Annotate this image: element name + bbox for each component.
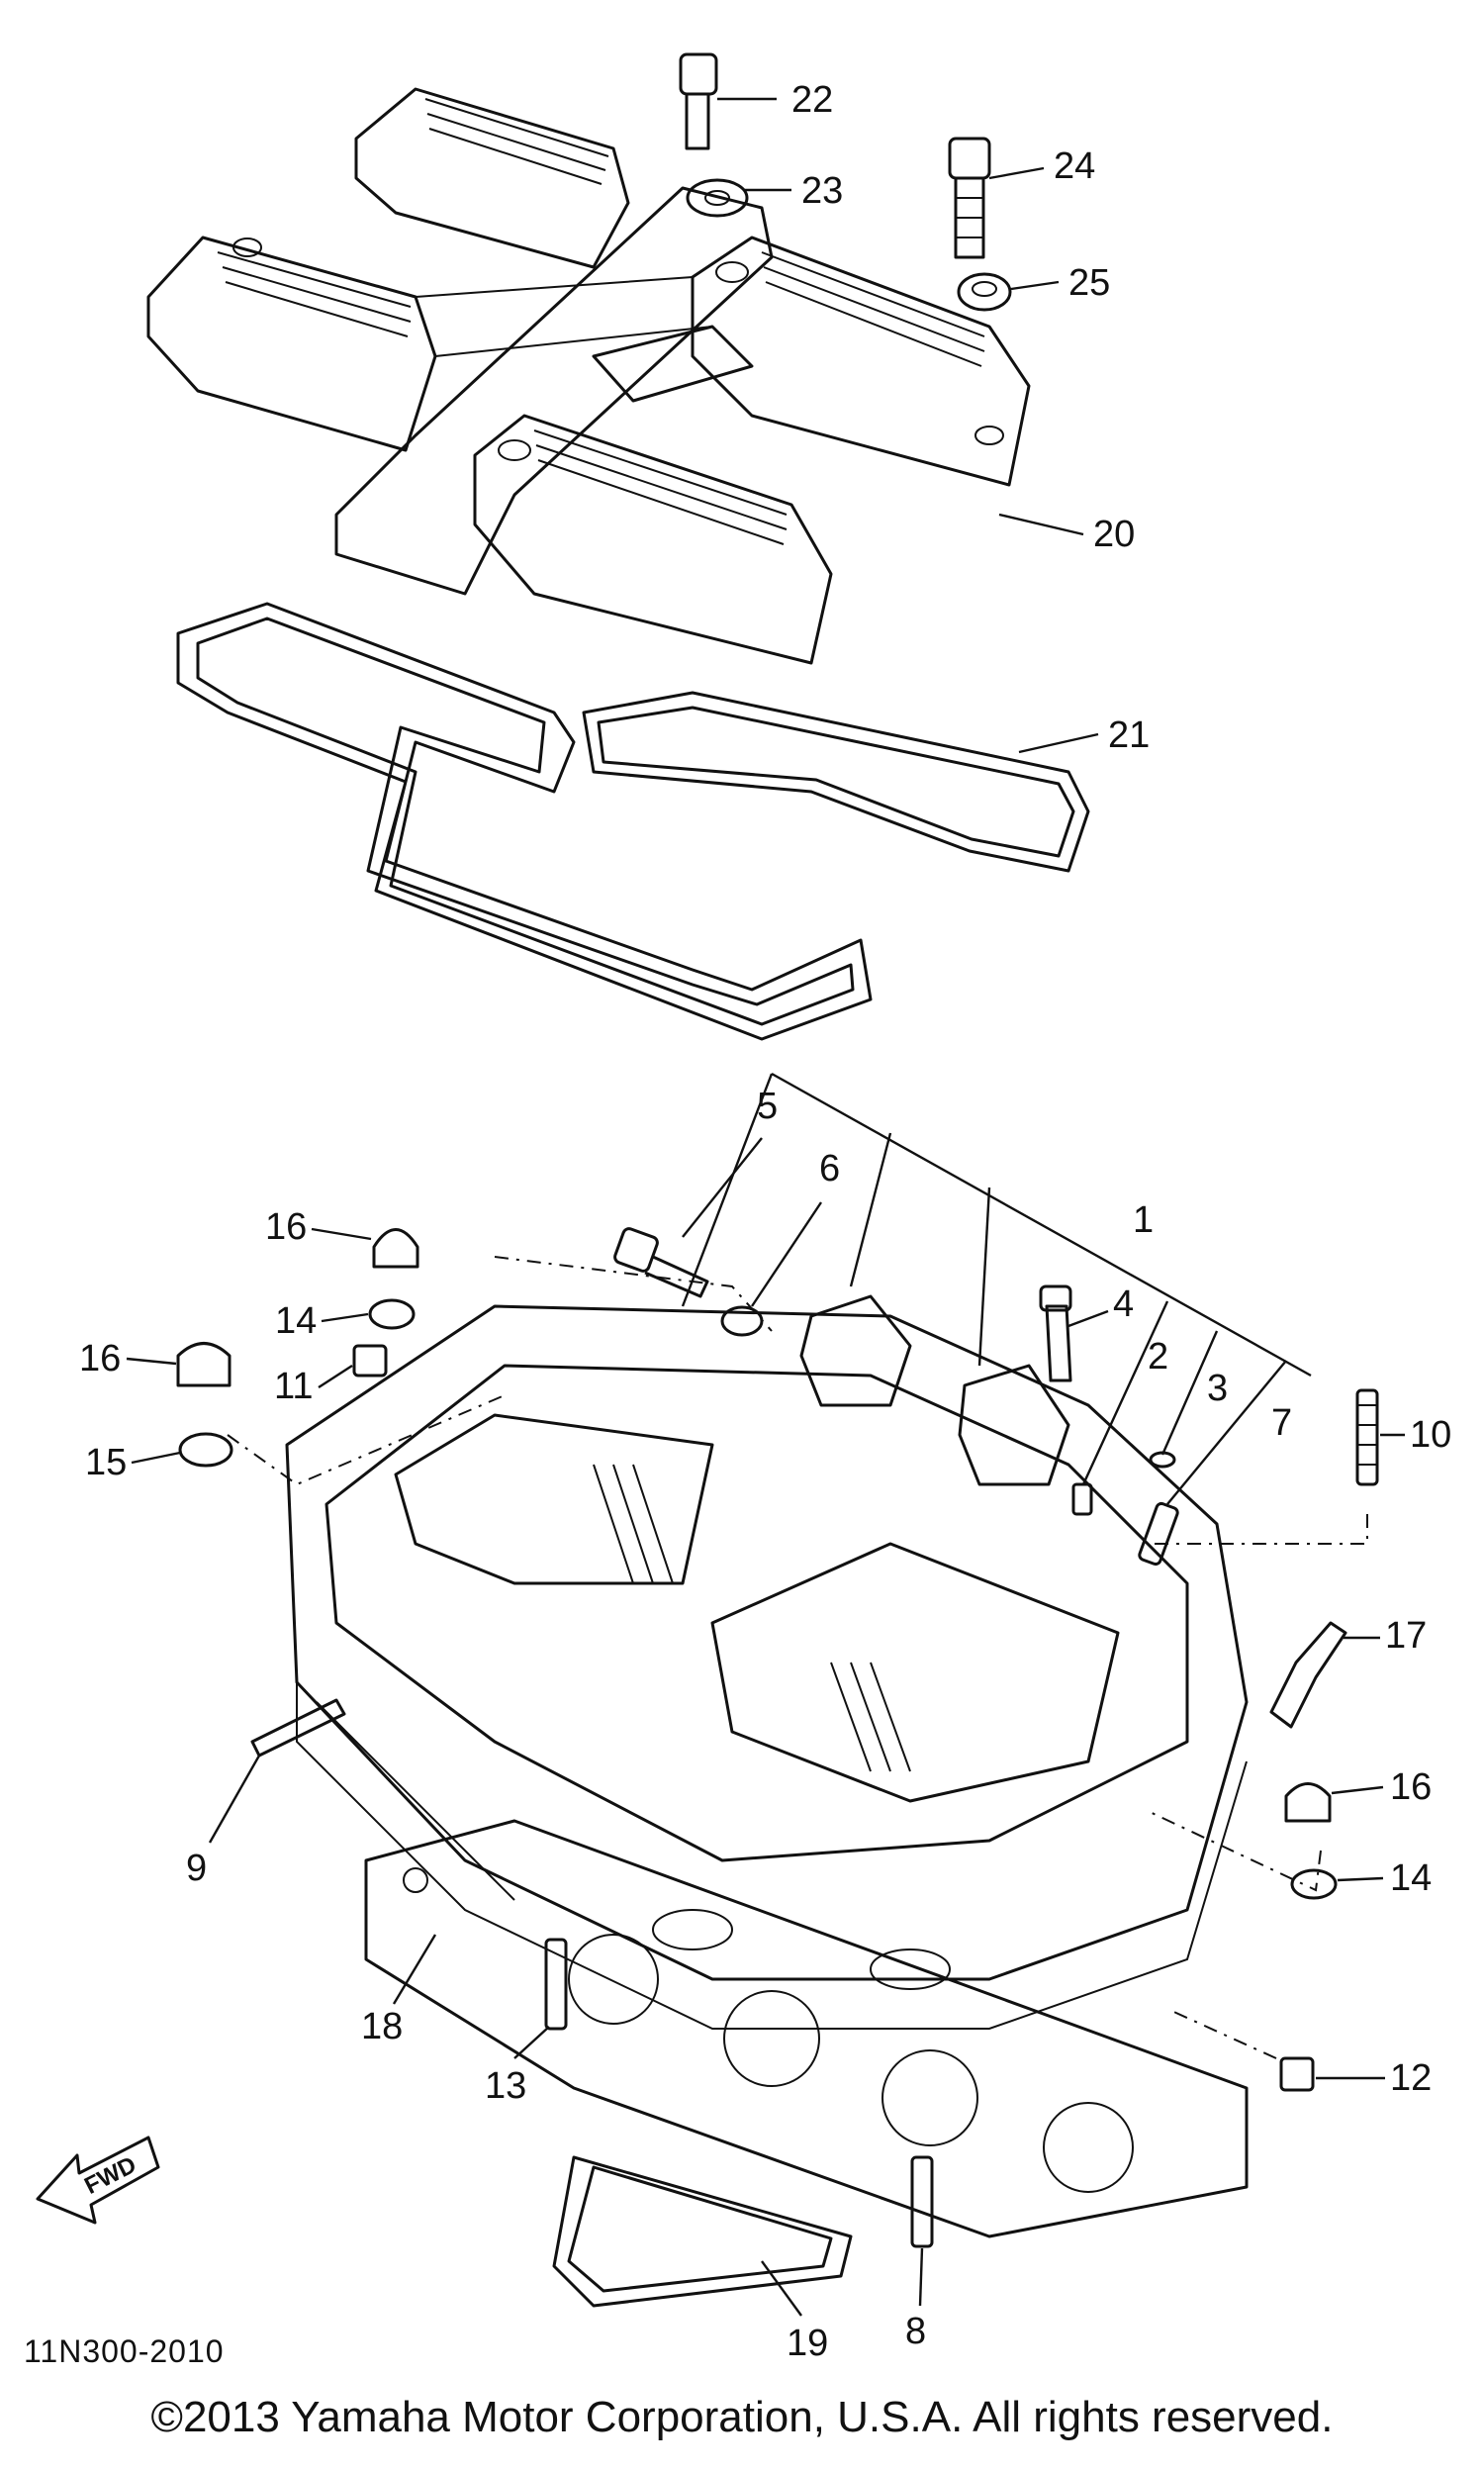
callout-7: 7: [1271, 1402, 1292, 1444]
callout-23: 23: [744, 170, 843, 212]
svg-text:10: 10: [1410, 1414, 1451, 1456]
svg-text:1: 1: [1133, 1199, 1154, 1241]
callout-13: 13: [485, 2026, 550, 2107]
svg-text:14: 14: [1390, 1857, 1432, 1899]
stud-8: [910, 2155, 934, 2248]
spark-plug-17: [1269, 1621, 1347, 1729]
stud-9: [250, 1698, 346, 1758]
valve-guide-7: [1138, 1501, 1179, 1567]
bolt-5: [613, 1227, 709, 1298]
stud-13: [544, 1938, 568, 2031]
head-cover-gasket: [176, 602, 1090, 1041]
block-11: [352, 1344, 388, 1378]
svg-text:6: 6: [819, 1148, 840, 1189]
svg-text:13: 13: [485, 2065, 526, 2107]
callout-1: 1: [1133, 1199, 1154, 1241]
callout-16-right: 16: [1331, 1766, 1432, 1808]
callout-16-left: 16: [79, 1338, 177, 1379]
svg-text:23: 23: [801, 170, 843, 212]
clip-3: [1149, 1451, 1176, 1469]
bolt-22: [679, 52, 718, 150]
callout-16-top: 16: [265, 1206, 372, 1248]
washer-25: [957, 272, 1012, 312]
callout-19: 19: [761, 2260, 828, 2364]
svg-text:3: 3: [1207, 1368, 1228, 1409]
callout-14-right: 14: [1337, 1857, 1432, 1899]
callout-21: 21: [1018, 714, 1150, 756]
callout-18: 18: [361, 1934, 437, 2047]
svg-text:2: 2: [1148, 1336, 1168, 1378]
callout-20: 20: [998, 513, 1135, 555]
svg-text:7: 7: [1271, 1402, 1292, 1444]
svg-text:21: 21: [1108, 714, 1150, 756]
svg-text:11: 11: [274, 1366, 313, 1407]
callout-22: 22: [717, 79, 833, 121]
copyright-notice: ©2013 Yamaha Motor Corporation, U.S.A. A…: [150, 2393, 1334, 2441]
callout-14-top: 14: [275, 1300, 369, 1342]
svg-text:5: 5: [757, 1086, 778, 1127]
head-cover: [146, 87, 1031, 665]
svg-text:16: 16: [79, 1338, 121, 1379]
bolt-24: [948, 137, 991, 259]
callout-4: 4: [1067, 1283, 1134, 1328]
svg-text:4: 4: [1113, 1283, 1134, 1325]
svg-text:19: 19: [787, 2323, 828, 2364]
gasket-19: [552, 2155, 853, 2308]
washer-14-top: [368, 1298, 416, 1330]
svg-text:12: 12: [1390, 2057, 1432, 2099]
svg-text:16: 16: [1390, 1766, 1432, 1808]
callout-2: 2: [1148, 1336, 1168, 1378]
callout-6: 6: [751, 1148, 840, 1307]
dowel-2: [1071, 1482, 1093, 1516]
cap-nut-16-right: [1284, 1782, 1332, 1823]
callout-5: 5: [682, 1086, 778, 1238]
svg-text:22: 22: [791, 79, 833, 121]
head-gasket-18: [364, 1819, 1249, 2238]
svg-text:24: 24: [1054, 145, 1095, 187]
forward-direction-arrow-icon: FWD: [36, 2136, 160, 2225]
callout-15: 15: [85, 1442, 181, 1483]
cap-nut-16-left: [176, 1342, 232, 1387]
callout-25: 25: [1010, 262, 1110, 304]
svg-text:14: 14: [275, 1300, 317, 1342]
washer-15: [178, 1432, 233, 1468]
svg-text:18: 18: [361, 2006, 403, 2047]
svg-text:9: 9: [186, 1848, 207, 1889]
callout-9: 9: [186, 1755, 261, 1889]
svg-text:25: 25: [1068, 262, 1110, 304]
bolt-4: [1039, 1284, 1072, 1382]
callout-11: 11: [274, 1364, 353, 1407]
reference-code: 11N300-2010: [24, 2333, 225, 2369]
washer-14-right: [1290, 1868, 1338, 1900]
cap-nut-16-top: [372, 1228, 419, 1269]
callout-24: 24: [988, 145, 1095, 187]
svg-text:17: 17: [1385, 1615, 1427, 1657]
callouts: 22 23 24 25 20 21 5 6 1: [79, 79, 1451, 2364]
callout-12: 12: [1316, 2057, 1432, 2099]
callout-3: 3: [1207, 1368, 1228, 1409]
block-12: [1279, 2056, 1315, 2092]
callout-8: 8: [905, 2247, 926, 2352]
svg-text:20: 20: [1093, 514, 1135, 555]
callout-10: 10: [1380, 1414, 1451, 1456]
svg-text:8: 8: [905, 2311, 926, 2352]
svg-text:16: 16: [265, 1206, 307, 1248]
cam-cap: [799, 1294, 1070, 1486]
cylinder-head: [285, 1304, 1249, 2030]
callout-17: 17: [1344, 1615, 1427, 1657]
bolt-23: [686, 178, 749, 218]
stud-10: [1355, 1388, 1379, 1486]
svg-text:15: 15: [85, 1442, 127, 1483]
